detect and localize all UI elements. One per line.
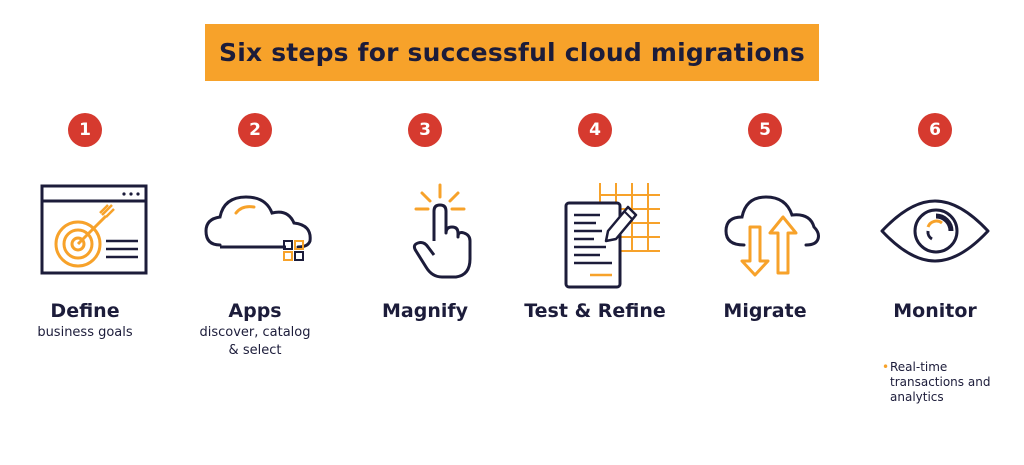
step-number-badge: 4 (578, 113, 612, 147)
browser-target-icon (40, 184, 148, 275)
step-1: 1 Define business goals (0, 113, 170, 340)
step-number-badge: 6 (918, 113, 952, 147)
hand-tap-icon (412, 183, 472, 279)
document-grid-pen-icon (564, 183, 660, 289)
step-6: 6 Monitor (850, 113, 1020, 322)
note-text: Real-time transactions and analytics (890, 360, 991, 404)
step-5: 5 Migrate (680, 113, 850, 322)
monitor-note: • Real-time transactions and analytics (882, 360, 1000, 405)
eye-icon (880, 199, 990, 263)
step-title: Define (50, 300, 120, 322)
step-number-badge: 5 (748, 113, 782, 147)
step-2: 2 Apps discover, catalog & select (170, 113, 340, 358)
step-title: Test & Refine (524, 300, 666, 322)
step-3: 3 Magnify (340, 113, 510, 322)
step-title: Migrate (723, 300, 807, 322)
page-title: Six steps for successful cloud migration… (219, 38, 805, 67)
step-title: Monitor (893, 300, 977, 322)
note-bullet: • (882, 360, 890, 374)
step-subtitle: discover, catalog & select (199, 325, 311, 358)
step-number-badge: 3 (408, 113, 442, 147)
step-subtitle: business goals (37, 325, 133, 340)
step-title: Magnify (381, 300, 469, 322)
step-number-badge: 2 (238, 113, 272, 147)
step-4: 4 Test & Refine (510, 113, 680, 322)
title-banner: Six steps for successful cloud migration… (205, 24, 819, 81)
step-number-badge: 1 (68, 113, 102, 147)
cloud-apps-icon (204, 195, 312, 261)
cloud-arrows-icon (724, 195, 820, 277)
step-title: Apps (228, 300, 282, 322)
